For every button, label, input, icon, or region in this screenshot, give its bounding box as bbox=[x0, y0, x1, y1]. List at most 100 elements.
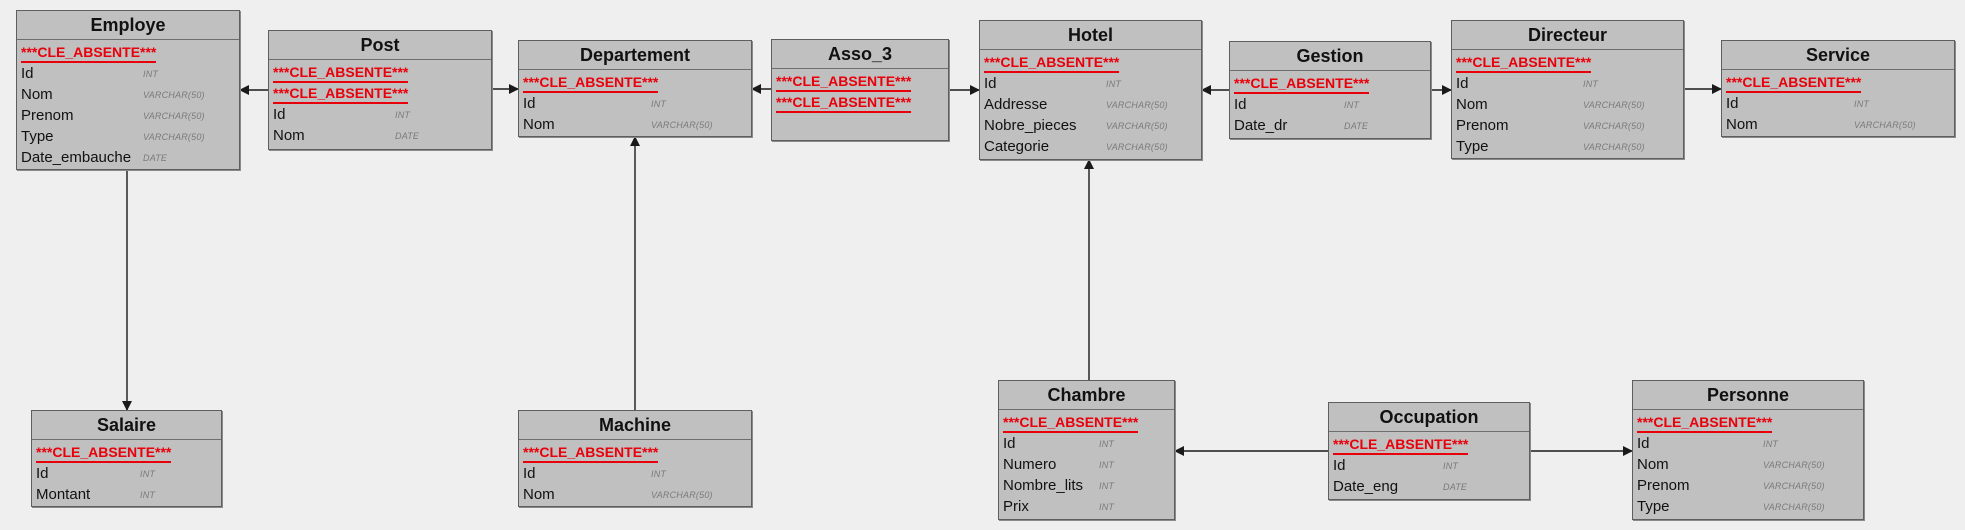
entity-title: Chambre bbox=[999, 381, 1174, 410]
attribute-type: INT bbox=[1763, 439, 1779, 449]
attribute-type: VARCHAR(50) bbox=[1106, 121, 1168, 131]
attribute-name: Nobre_pieces bbox=[984, 117, 1077, 134]
attribute-type: VARCHAR(50) bbox=[1763, 460, 1825, 470]
attribute-type: VARCHAR(50) bbox=[143, 111, 205, 121]
attribute-name: Id bbox=[36, 465, 49, 482]
entity-title: Gestion bbox=[1230, 42, 1430, 71]
entity-title: Employe bbox=[17, 11, 239, 40]
attribute-row: Type VARCHAR(50) bbox=[1637, 496, 1863, 517]
entity-attributes: ***CLE_ABSENTE******CLE_ABSENTE*** bbox=[772, 69, 948, 113]
attribute-row: Nom DATE bbox=[273, 125, 491, 146]
attribute-name: Date_dr bbox=[1234, 117, 1288, 134]
missing-key-label: ***CLE_ABSENTE*** bbox=[1234, 73, 1430, 94]
entity-title: Machine bbox=[519, 411, 751, 440]
attribute-type: VARCHAR(50) bbox=[143, 132, 205, 142]
missing-key-label: ***CLE_ABSENTE*** bbox=[36, 442, 221, 463]
attribute-name: Id bbox=[1003, 435, 1016, 452]
missing-key-text: ***CLE_ABSENTE*** bbox=[273, 64, 409, 83]
missing-key-label: ***CLE_ABSENTE*** bbox=[1637, 412, 1863, 433]
attribute-name: Numero bbox=[1003, 456, 1057, 473]
attribute-type: INT bbox=[1583, 79, 1599, 89]
attribute-name: Prix bbox=[1003, 498, 1029, 515]
attribute-type: VARCHAR(50) bbox=[1763, 502, 1825, 512]
entity-title: Salaire bbox=[32, 411, 221, 440]
attribute-name: Nom bbox=[523, 116, 555, 133]
attribute-name: Type bbox=[1637, 498, 1670, 515]
attribute-name: Id bbox=[1234, 96, 1247, 113]
attribute-name: Id bbox=[1456, 75, 1469, 92]
attribute-name: Nom bbox=[21, 86, 53, 103]
entity-title: Post bbox=[269, 31, 491, 60]
attribute-type: DATE bbox=[395, 131, 420, 141]
attribute-name: Id bbox=[1726, 95, 1739, 112]
entity-title: Service bbox=[1722, 41, 1954, 70]
entity-post[interactable]: Post***CLE_ABSENTE******CLE_ABSENTE***Id… bbox=[268, 30, 492, 150]
missing-key-text: ***CLE_ABSENTE*** bbox=[1726, 74, 1862, 93]
attribute-type: VARCHAR(50) bbox=[651, 120, 713, 130]
entity-title: Asso_3 bbox=[772, 40, 948, 69]
attribute-type: INT bbox=[1099, 460, 1115, 470]
attribute-name: Nom bbox=[273, 127, 305, 144]
attribute-name: Prenom bbox=[1456, 117, 1509, 134]
attribute-type: INT bbox=[1099, 481, 1115, 491]
attribute-type: INT bbox=[140, 490, 156, 500]
missing-key-label: ***CLE_ABSENTE*** bbox=[1333, 434, 1529, 455]
attribute-type: INT bbox=[395, 110, 411, 120]
attribute-name: Id bbox=[1333, 457, 1346, 474]
attribute-type: VARCHAR(50) bbox=[1106, 142, 1168, 152]
entity-asso-3[interactable]: Asso_3***CLE_ABSENTE******CLE_ABSENTE*** bbox=[771, 39, 949, 141]
entity-title: Directeur bbox=[1452, 21, 1683, 50]
attribute-type: INT bbox=[143, 69, 159, 79]
attribute-type: DATE bbox=[1443, 482, 1468, 492]
attribute-type: VARCHAR(50) bbox=[1106, 100, 1168, 110]
missing-key-label: ***CLE_ABSENTE*** bbox=[273, 83, 491, 104]
attribute-name: Type bbox=[1456, 138, 1489, 155]
entity-title: Occupation bbox=[1329, 403, 1529, 432]
missing-key-text: ***CLE_ABSENTE*** bbox=[1003, 414, 1139, 433]
missing-key-label: ***CLE_ABSENTE*** bbox=[1456, 52, 1683, 73]
attribute-type: INT bbox=[1099, 439, 1115, 449]
attribute-type: INT bbox=[651, 99, 667, 109]
attribute-type: INT bbox=[1344, 100, 1360, 110]
attribute-row: Numero INT bbox=[1003, 454, 1174, 475]
missing-key-label: ***CLE_ABSENTE*** bbox=[523, 72, 751, 93]
attribute-row: Id INT bbox=[1637, 433, 1863, 454]
missing-key-label: ***CLE_ABSENTE*** bbox=[1726, 72, 1954, 93]
missing-key-text: ***CLE_ABSENTE*** bbox=[36, 444, 172, 463]
missing-key-text: ***CLE_ABSENTE*** bbox=[1456, 54, 1592, 73]
missing-key-text: ***CLE_ABSENTE*** bbox=[523, 74, 659, 93]
attribute-name: Id bbox=[1637, 435, 1650, 452]
